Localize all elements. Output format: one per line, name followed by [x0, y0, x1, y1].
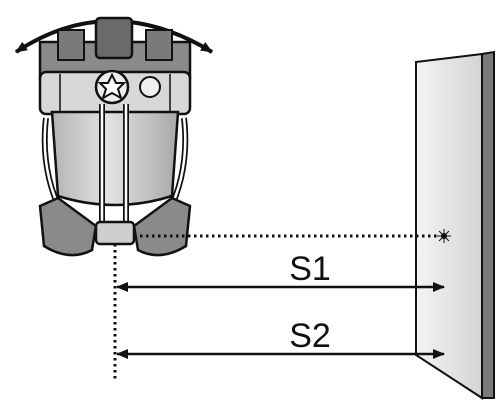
laser-spot-icon	[437, 229, 451, 243]
laser-device	[38, 16, 192, 257]
level-vial-icon	[139, 76, 161, 98]
target-wall	[415, 50, 495, 400]
adjustment-knob-icon	[94, 69, 130, 105]
s2-label: S2	[289, 317, 331, 355]
s1-label: S1	[289, 250, 331, 288]
